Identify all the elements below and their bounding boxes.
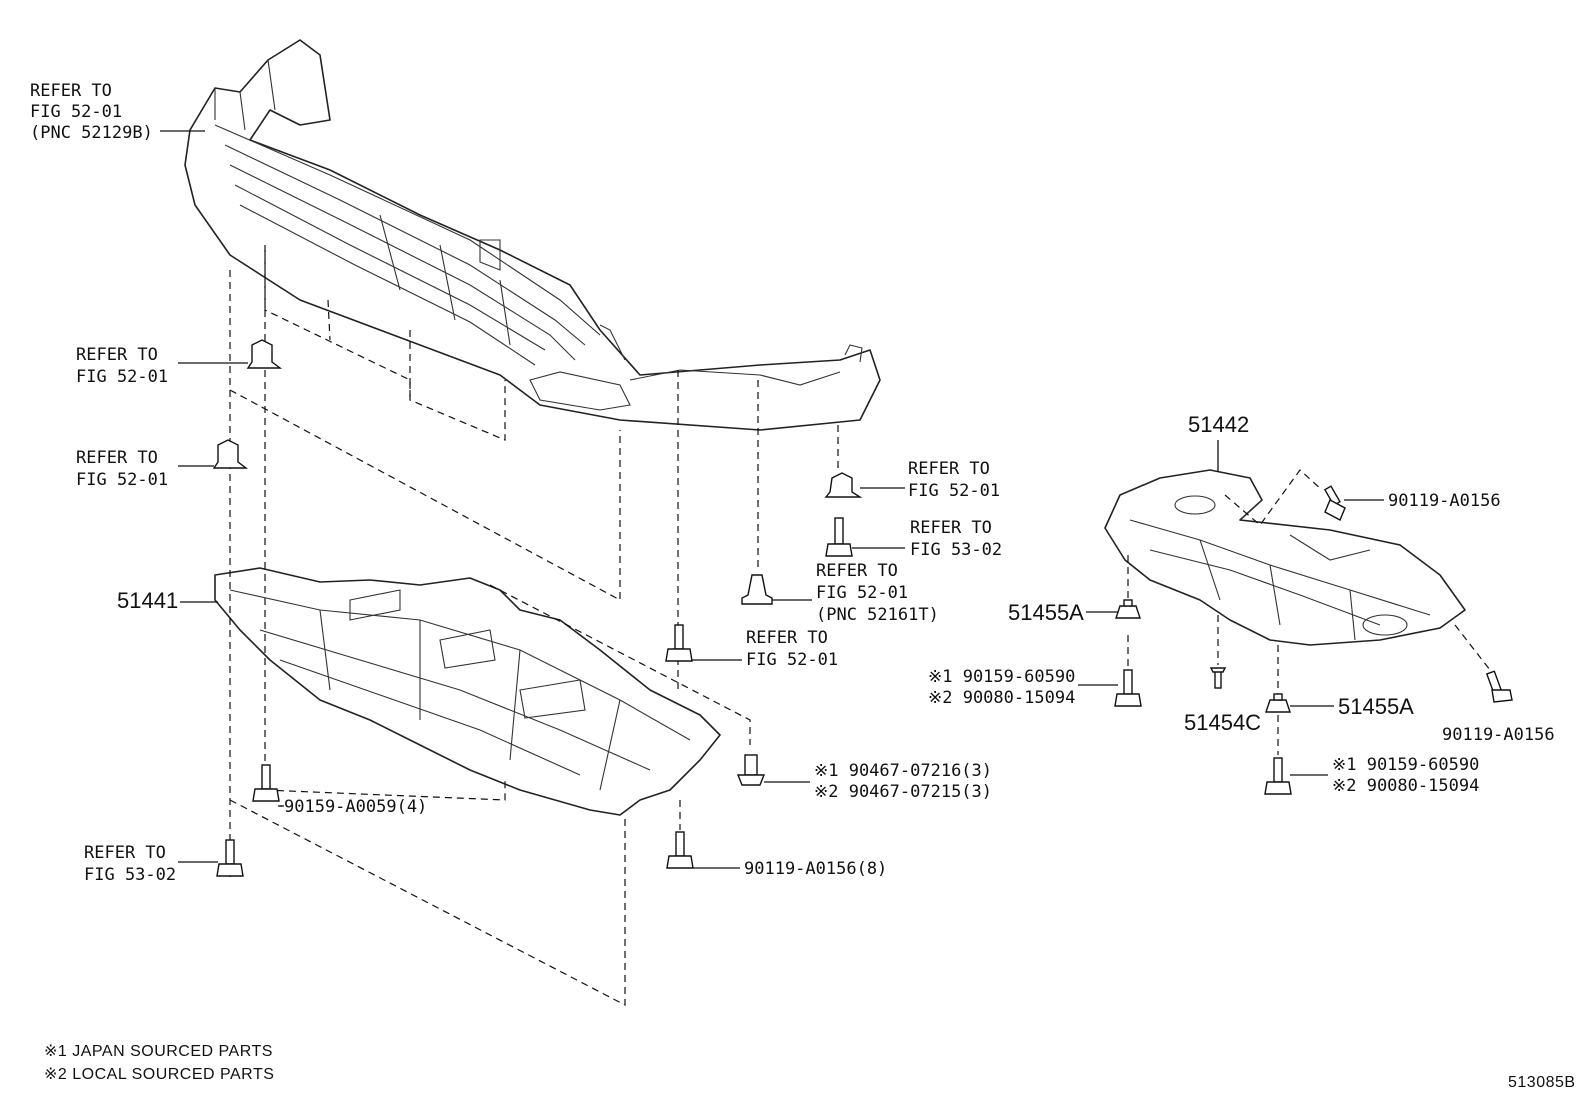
svg-text:REFER TO: REFER TO (908, 459, 990, 479)
bolt-front-left-icon (252, 764, 280, 802)
bolt-right-icon (825, 517, 853, 557)
svg-text:90119-A0156(8): 90119-A0156(8) (744, 859, 887, 879)
svg-text:FIG 52-01: FIG 52-01 (30, 102, 122, 122)
svg-text:※1 JAPAN SOURCED PARTS: ※1 JAPAN SOURCED PARTS (44, 1043, 273, 1060)
label-nut-upper: 51455A (1008, 600, 1118, 625)
callout-clip-left-2: REFER TO FIG 52-01 (76, 448, 214, 490)
label-bolt-upper: ※1 90159-60590 ※2 90080-15094 (928, 667, 1118, 708)
bolt-front-right-icon (666, 831, 694, 869)
callout-52161t: REFER TO FIG 52-01 (PNC 52161T) (772, 561, 939, 625)
svg-text:51454C: 51454C (1184, 710, 1261, 735)
svg-text:FIG 52-01: FIG 52-01 (816, 583, 908, 603)
bolt-rear-top-icon (1323, 485, 1346, 521)
callout-bolt-right: REFER TO FIG 53-02 (852, 518, 1002, 560)
label-clip-front-right: ※1 90467-07216(3) ※2 90467-07215(3) (764, 761, 992, 802)
svg-text:REFER TO: REFER TO (84, 843, 166, 863)
svg-text:FIG 53-02: FIG 53-02 (910, 540, 1002, 560)
clip-52161t-icon (741, 574, 773, 605)
pin-icon (1209, 667, 1227, 689)
svg-text:※2 90080-15094: ※2 90080-15094 (928, 688, 1075, 708)
bolt-center-icon (665, 624, 693, 662)
svg-text:REFER TO: REFER TO (76, 448, 158, 468)
callout-clip-right: REFER TO FIG 52-01 (860, 459, 1000, 501)
svg-text:90119-A0156: 90119-A0156 (1388, 491, 1501, 511)
svg-text:※1 90159-60590: ※1 90159-60590 (1332, 755, 1479, 775)
svg-text:REFER TO: REFER TO (816, 561, 898, 581)
bolt-lower-icon (1264, 757, 1292, 795)
label-nut-lower: 51455A (1290, 694, 1414, 719)
svg-text:51441: 51441 (117, 588, 178, 613)
engine-under-cover-rear (1104, 469, 1466, 646)
bolt-upper-icon (1114, 669, 1142, 707)
svg-text:51455A: 51455A (1008, 600, 1084, 625)
svg-text:※1 90467-07216(3): ※1 90467-07216(3) (814, 761, 992, 781)
svg-text:90119-A0156: 90119-A0156 (1442, 725, 1555, 745)
svg-text:※2 90467-07215(3): ※2 90467-07215(3) (814, 782, 992, 802)
engine-under-cover-front (214, 567, 721, 816)
svg-text:※2 LOCAL SOURCED PARTS: ※2 LOCAL SOURCED PARTS (44, 1066, 274, 1083)
svg-text:FIG 52-01: FIG 52-01 (908, 481, 1000, 501)
svg-text:51442: 51442 (1188, 412, 1249, 437)
svg-text:FIG 52-01: FIG 52-01 (76, 470, 168, 490)
svg-text:51455A: 51455A (1338, 694, 1414, 719)
label-bolt-rear-right: 90119-A0156 (1442, 725, 1555, 745)
svg-text:FIG 52-01: FIG 52-01 (746, 650, 838, 670)
figure-id: 513085B (1508, 1074, 1576, 1091)
svg-text:(PNC 52129B): (PNC 52129B) (30, 123, 153, 143)
dashed-leaders-rear (1127, 469, 1491, 755)
svg-text:※1 90159-60590: ※1 90159-60590 (928, 667, 1075, 687)
callout-clip-left-1: REFER TO FIG 52-01 (76, 345, 248, 387)
label-bolt-rear-top: 90119-A0156 (1344, 491, 1501, 511)
label-51441: 51441 (117, 588, 218, 613)
front-bumper-cover (184, 39, 881, 431)
svg-text:REFER TO: REFER TO (30, 81, 112, 101)
nut-lower-icon (1265, 693, 1291, 713)
svg-text:FIG 52-01: FIG 52-01 (76, 367, 168, 387)
svg-text:REFER TO: REFER TO (76, 345, 158, 365)
callout-52129b: REFER TO FIG 52-01 (PNC 52129B) (30, 81, 205, 143)
label-bolt-lower: ※1 90159-60590 ※2 90080-15094 (1290, 755, 1479, 796)
label-51442: 51442 (1188, 412, 1249, 472)
svg-text:REFER TO: REFER TO (746, 628, 828, 648)
notes: ※1 JAPAN SOURCED PARTS ※2 LOCAL SOURCED … (44, 1043, 274, 1083)
svg-text:REFER TO: REFER TO (910, 518, 992, 538)
svg-text:FIG 53-02: FIG 53-02 (84, 865, 176, 885)
label-bolt-front-right: 90119-A0156(8) (693, 859, 887, 879)
clip-right-icon (824, 472, 863, 498)
svg-text:※2 90080-15094: ※2 90080-15094 (1332, 776, 1479, 796)
nut-upper-icon (1115, 599, 1141, 619)
bolt-rear-right-icon (1485, 670, 1513, 703)
clip-left-lower-icon (212, 439, 249, 469)
svg-text:(PNC 52161T): (PNC 52161T) (816, 605, 939, 625)
clip-left-upper-icon (246, 339, 283, 369)
bolt-left-icon (216, 839, 244, 877)
label-bolt-front-left: 90159-A0059(4) (278, 797, 427, 817)
clip-front-right-icon (736, 754, 766, 786)
callout-bolt-left: REFER TO FIG 53-02 (84, 843, 218, 885)
callout-bolt-center: REFER TO FIG 52-01 (692, 628, 838, 670)
label-pin: 51454C (1184, 710, 1261, 735)
svg-text:90159-A0059(4): 90159-A0059(4) (284, 797, 427, 817)
